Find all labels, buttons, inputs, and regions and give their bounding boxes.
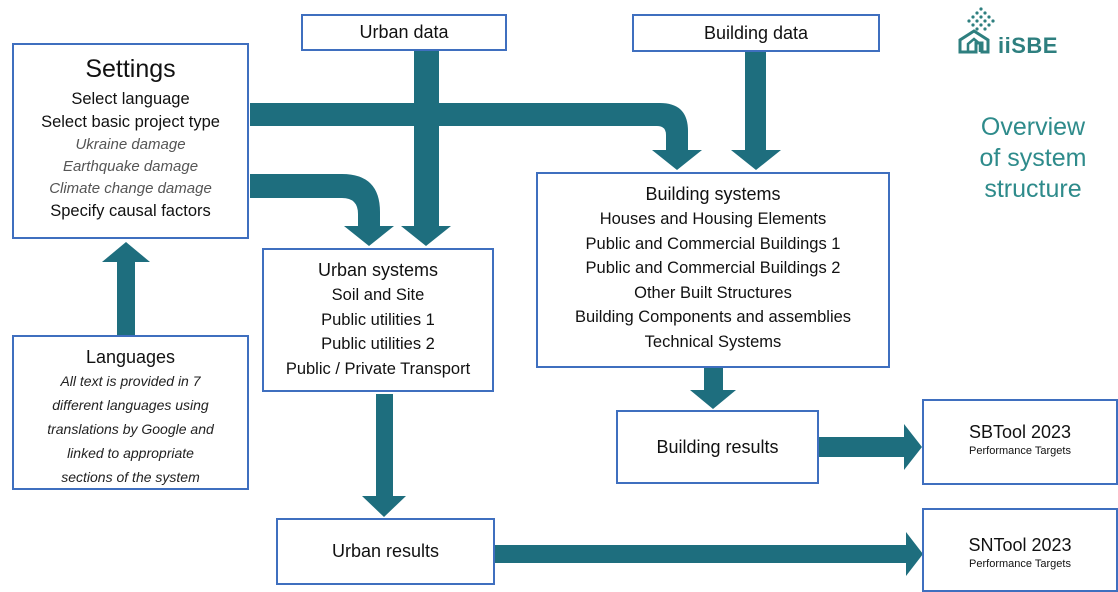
building-systems-title: Building systems <box>645 184 781 204</box>
languages-title: Languages <box>85 347 176 367</box>
building-systems-item: Houses and Housing Elements <box>599 210 827 228</box>
iisbe-logo-icon <box>958 7 995 54</box>
languages-description-line: All text is provided in 7 <box>60 373 201 389</box>
urban-systems-box: Urban systems Soil and Site Public utili… <box>262 248 494 392</box>
languages-description-line: linked to appropriate <box>67 445 194 461</box>
settings-italic-line: Earthquake damage <box>62 158 199 175</box>
urban-systems-item: Public utilities 2 <box>321 335 435 353</box>
building-systems-item: Other Built Structures <box>634 283 792 302</box>
arrow-urban-systems-to-urban-results <box>362 394 406 517</box>
building-systems-item: Building Components and assemblies <box>574 308 852 326</box>
settings-italic-line: Ukraine damage <box>75 136 186 153</box>
overview-line: Overview <box>980 113 1086 141</box>
building-results-box: Building results <box>616 410 819 484</box>
building-systems-item: Technical Systems <box>644 332 782 351</box>
settings-line: Select basic project type <box>41 113 220 131</box>
settings-line: Specify causal factors <box>50 202 211 220</box>
settings-line: Select language <box>71 90 190 108</box>
building-data-box: Building data <box>632 14 880 52</box>
urban-systems-title: Urban systems <box>317 260 439 280</box>
urban-systems-item: Public / Private Transport <box>285 359 471 378</box>
urban-data-label: Urban data <box>359 22 449 42</box>
iisbe-logo-text: iiSBE <box>998 33 1058 58</box>
building-systems-item: Public and Commercial Buildings 2 <box>585 259 841 277</box>
arrow-languages-to-settings <box>102 242 150 335</box>
urban-data-box: Urban data <box>301 14 507 51</box>
languages-description-line: sections of the system <box>61 469 200 485</box>
arrow-building-data-to-building-systems <box>731 52 781 170</box>
arrow-building-results-to-sbtool <box>819 424 922 470</box>
urban-systems-item: Soil and Site <box>331 286 425 304</box>
sbtool-subtitle: Performance Targets <box>969 445 1071 457</box>
settings-box: Settings Select language Select basic pr… <box>12 43 249 239</box>
sntool-title: SNTool 2023 <box>968 535 1072 555</box>
arrow-urban-results-to-sntool <box>495 532 923 576</box>
overview-line: of system <box>979 144 1087 172</box>
sbtool-title: SBTool 2023 <box>968 422 1072 442</box>
settings-title: Settings <box>85 55 176 83</box>
sbtool-box: SBTool 2023 Performance Targets <box>922 399 1118 485</box>
building-systems-box: Building systems Houses and Housing Elem… <box>536 172 890 368</box>
overview-line: structure <box>984 175 1082 203</box>
building-data-label: Building data <box>703 23 809 43</box>
arrow-urban-data-to-urban-systems <box>401 51 451 246</box>
urban-results-label: Urban results <box>331 541 440 561</box>
languages-box: Languages All text is provided in 7 diff… <box>12 335 249 490</box>
building-results-label: Building results <box>656 437 779 457</box>
settings-italic-line: Climate change damage <box>49 180 212 197</box>
arrow-building-systems-to-building-results <box>690 368 736 409</box>
arrow-settings-to-urban-systems <box>250 174 394 246</box>
urban-systems-item: Public utilities 1 <box>321 310 435 329</box>
arrow-settings-to-building-systems <box>250 103 702 170</box>
building-systems-item: Public and Commercial Buildings 1 <box>585 234 841 253</box>
sntool-box: SNTool 2023 Performance Targets <box>922 508 1118 592</box>
languages-description-line: different languages using <box>52 397 209 413</box>
urban-results-box: Urban results <box>276 518 495 585</box>
sntool-subtitle: Performance Targets <box>969 558 1071 570</box>
overview-heading: Overview of system structure <box>958 112 1108 205</box>
languages-description-line: translations by Google and <box>47 421 214 437</box>
